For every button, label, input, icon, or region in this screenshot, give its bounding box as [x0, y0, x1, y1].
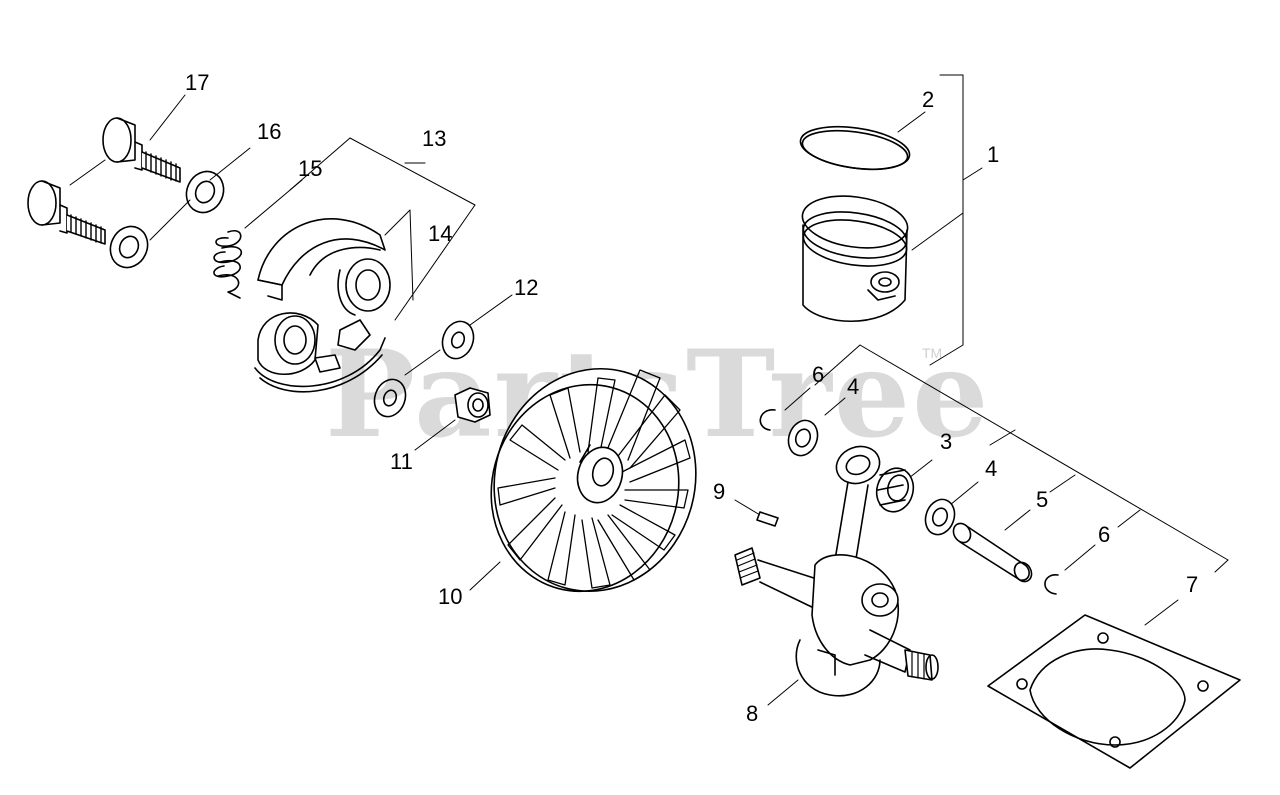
part-6-circlip-left	[759, 409, 776, 431]
callout-14: 14	[428, 221, 453, 246]
leader-lines	[69, 74, 1229, 706]
part-6-circlip-right	[1044, 574, 1059, 595]
part-17-bolts	[27, 117, 181, 245]
callout-5: 5	[1036, 487, 1049, 512]
callout-13: 13	[422, 126, 447, 151]
callout-3: 3	[940, 429, 953, 454]
callout-2: 2	[922, 87, 935, 112]
part-2-piston-ring	[799, 125, 911, 171]
part-14-clutch-shoe-upper	[257, 218, 391, 316]
callout-6-left: 6	[812, 362, 825, 387]
callout-12: 12	[514, 275, 539, 300]
part-7-gasket	[987, 614, 1241, 769]
part-9-key	[756, 511, 779, 527]
part-14-clutch-shoe-lower	[254, 312, 386, 393]
part-15-spring	[213, 230, 242, 299]
callout-9: 9	[713, 479, 726, 504]
callout-4-left: 4	[847, 374, 860, 399]
part-4-washer-left	[787, 419, 819, 457]
callout-7: 7	[1186, 572, 1199, 597]
callout-17: 17	[185, 70, 210, 95]
part-3-needle-bearing	[875, 467, 915, 513]
watermark-trademark: TM	[922, 345, 943, 361]
callout-1: 1	[987, 142, 1000, 167]
part-5-piston-pin	[952, 522, 1033, 583]
callout-16: 16	[257, 119, 282, 144]
callout-11: 11	[390, 449, 413, 474]
part-16-washers	[109, 170, 225, 269]
part-1-piston	[801, 195, 909, 323]
part-12-washer	[441, 320, 475, 360]
callout-4-right: 4	[985, 456, 998, 481]
part-4-washer-right	[924, 498, 956, 536]
callout-15: 15	[298, 156, 323, 181]
part-11-nut	[454, 387, 491, 423]
part-10-flywheel	[490, 367, 697, 593]
part-8-crankshaft	[734, 445, 939, 697]
callout-10: 10	[438, 584, 463, 609]
part-washer-lower	[373, 378, 407, 418]
callout-6-right: 6	[1098, 522, 1111, 547]
callout-8: 8	[746, 701, 759, 726]
